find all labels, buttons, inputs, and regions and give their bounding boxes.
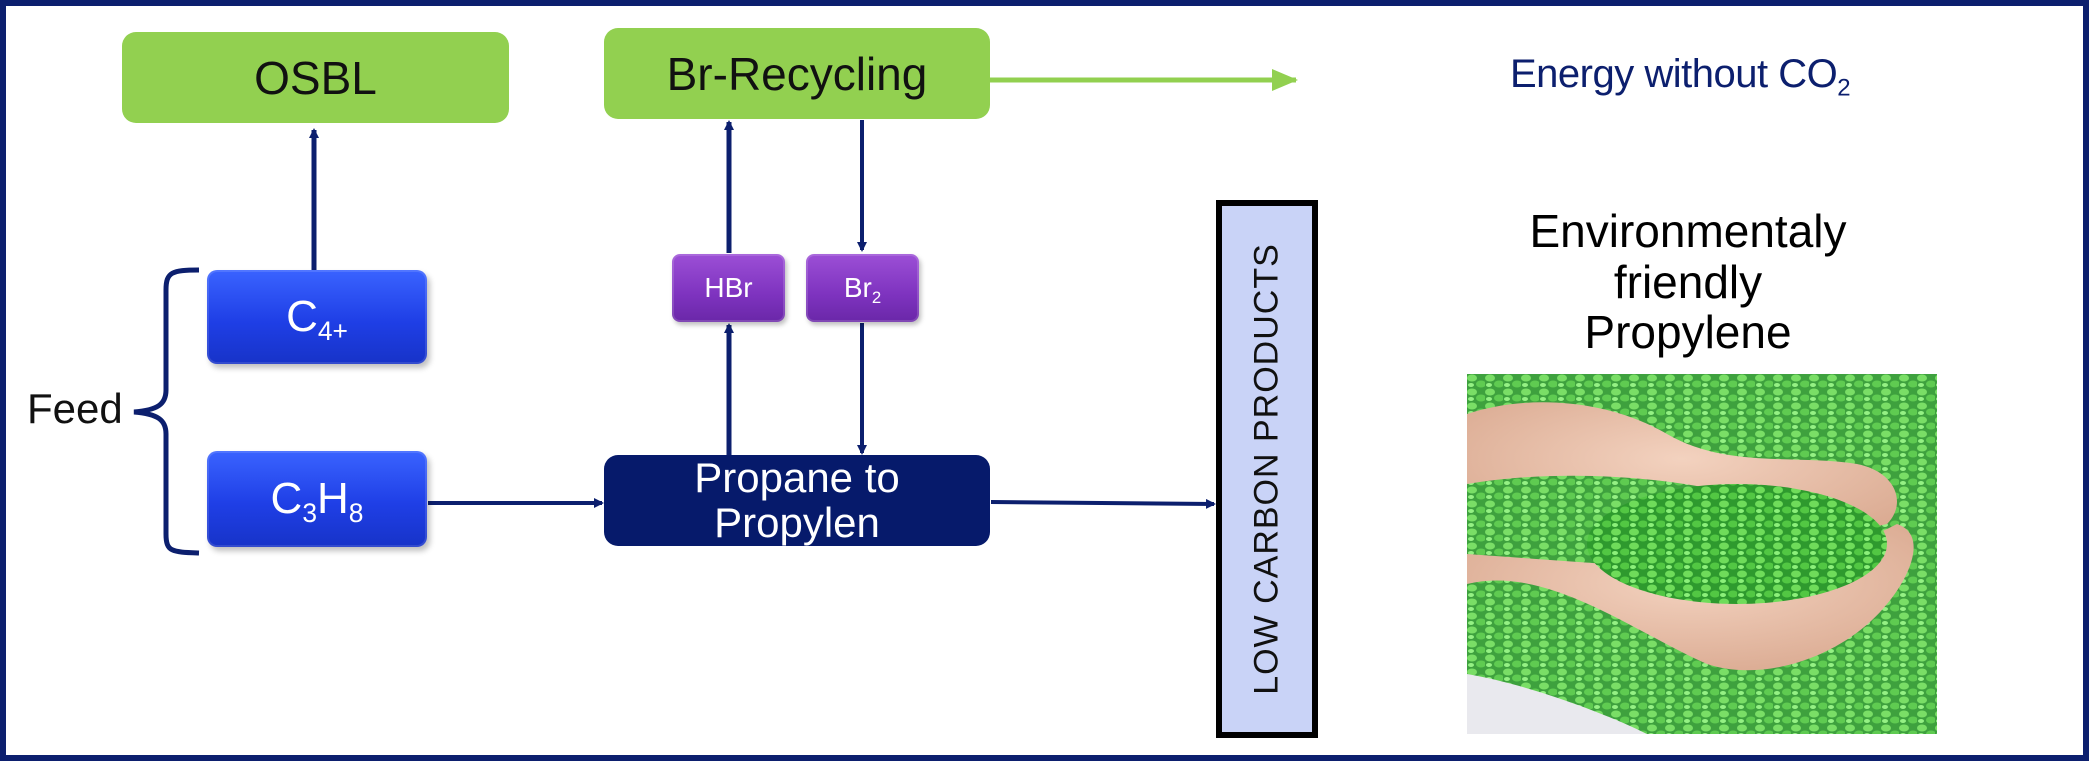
propane-to-propylen-box: Propane to Propylen [604, 455, 990, 546]
env-line2: friendly [1613, 255, 1763, 308]
green-pellets-hands-photo [1467, 374, 1937, 734]
energy-text: Energy without CO [1510, 52, 1838, 96]
env-line1: Environmentaly [1529, 205, 1847, 257]
propane-line1: Propane to [694, 454, 900, 502]
c3h8-formula: C3H8 [270, 474, 364, 529]
c4-plus-formula: C4+ [286, 292, 348, 347]
low-carbon-label: LOW CARBON PRODUCTS [1247, 243, 1286, 695]
br2-box: Br2 [806, 254, 919, 322]
arrow-propane-to-low-carbon [990, 498, 1216, 509]
osbl-box: OSBL [122, 32, 509, 123]
environmentaly-friendly-title: Environmentaly friendly Propylene [1488, 206, 1888, 358]
hbr-label: HBr [704, 272, 753, 303]
br2-formula: Br2 [843, 272, 882, 307]
low-carbon-products-box: LOW CARBON PRODUCTS [1216, 200, 1318, 738]
feed-brace [133, 267, 200, 556]
feed-label: Feed [27, 385, 123, 432]
osbl-label: OSBL [254, 51, 377, 104]
propane-line2: Propylen [714, 498, 880, 546]
c4-plus-box: C4+ [207, 270, 427, 364]
c3h8-box: C3H8 [207, 451, 427, 547]
br-recycling-label: Br-Recycling [666, 47, 928, 100]
energy-label: Energy without CO2 [1510, 52, 1851, 100]
br-recycling-box: Br-Recycling [604, 28, 990, 119]
hbr-box: HBr [672, 254, 785, 322]
env-line3: Propylene [1584, 306, 1792, 359]
energy-subscript: 2 [1837, 74, 1851, 102]
